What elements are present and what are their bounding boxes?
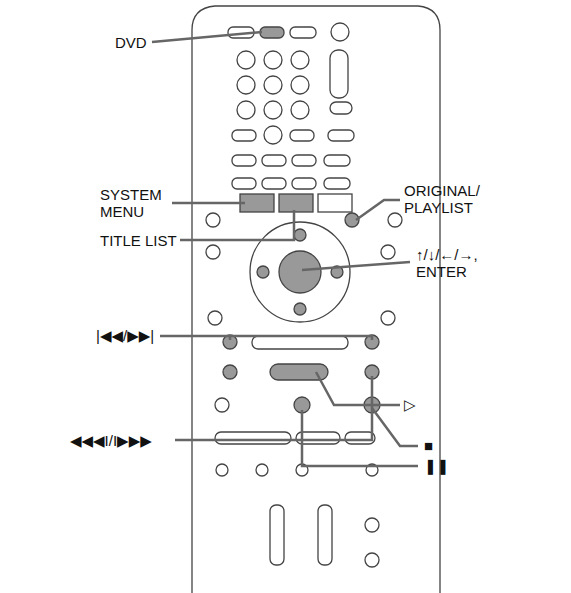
callout-label: ORIGINAL/ PLAYLIST [404, 182, 504, 216]
callout-label: DVD [115, 34, 159, 51]
callout-label: ❚❚ [424, 457, 448, 474]
callout-label: ◀◀◀I/I▶▶▶ [70, 432, 174, 449]
callout-label: ↑/↓/←/→, ENTER [416, 246, 496, 280]
callout-label: SYSTEM MENU [100, 186, 170, 220]
leader-lines [152, 32, 418, 466]
callout-label: ▷ [404, 396, 424, 413]
callout-label: TITLE LIST [100, 232, 180, 249]
callout-label: |◀◀/▶▶| [96, 327, 162, 344]
callout-label: ■ [424, 437, 444, 454]
remote-body [192, 6, 440, 593]
